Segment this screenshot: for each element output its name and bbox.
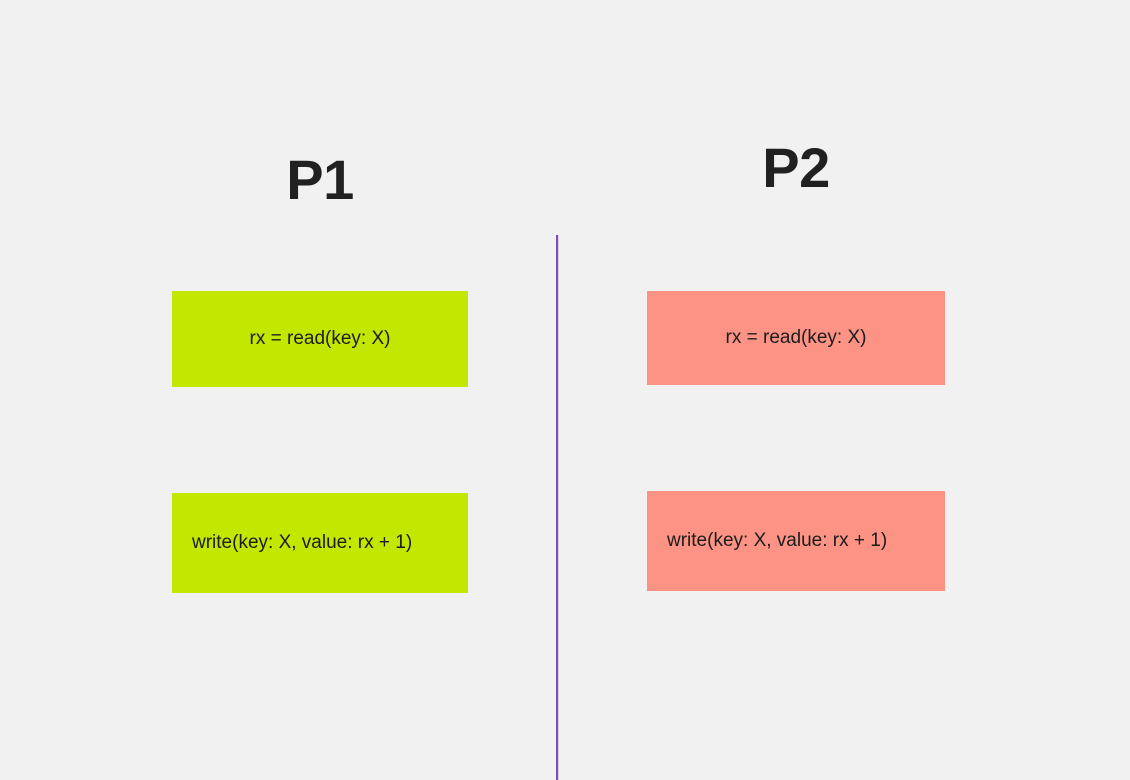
operation-label: rx = read(key: X) — [249, 327, 391, 349]
operation-box-p2-write: write(key: X, value: rx + 1) — [647, 491, 945, 591]
process-divider — [556, 235, 559, 780]
operation-box-p1-write: write(key: X, value: rx + 1) — [172, 493, 468, 593]
operation-box-p2-read: rx = read(key: X) — [647, 291, 945, 385]
operation-label: write(key: X, value: rx + 1) — [192, 531, 413, 553]
operation-label: rx = read(key: X) — [725, 326, 867, 348]
operation-label: write(key: X, value: rx + 1) — [667, 529, 888, 551]
operation-box-p1-read: rx = read(key: X) — [172, 291, 468, 387]
process-title-p2: P2 — [762, 136, 830, 199]
process-title-p1: P1 — [286, 148, 354, 211]
